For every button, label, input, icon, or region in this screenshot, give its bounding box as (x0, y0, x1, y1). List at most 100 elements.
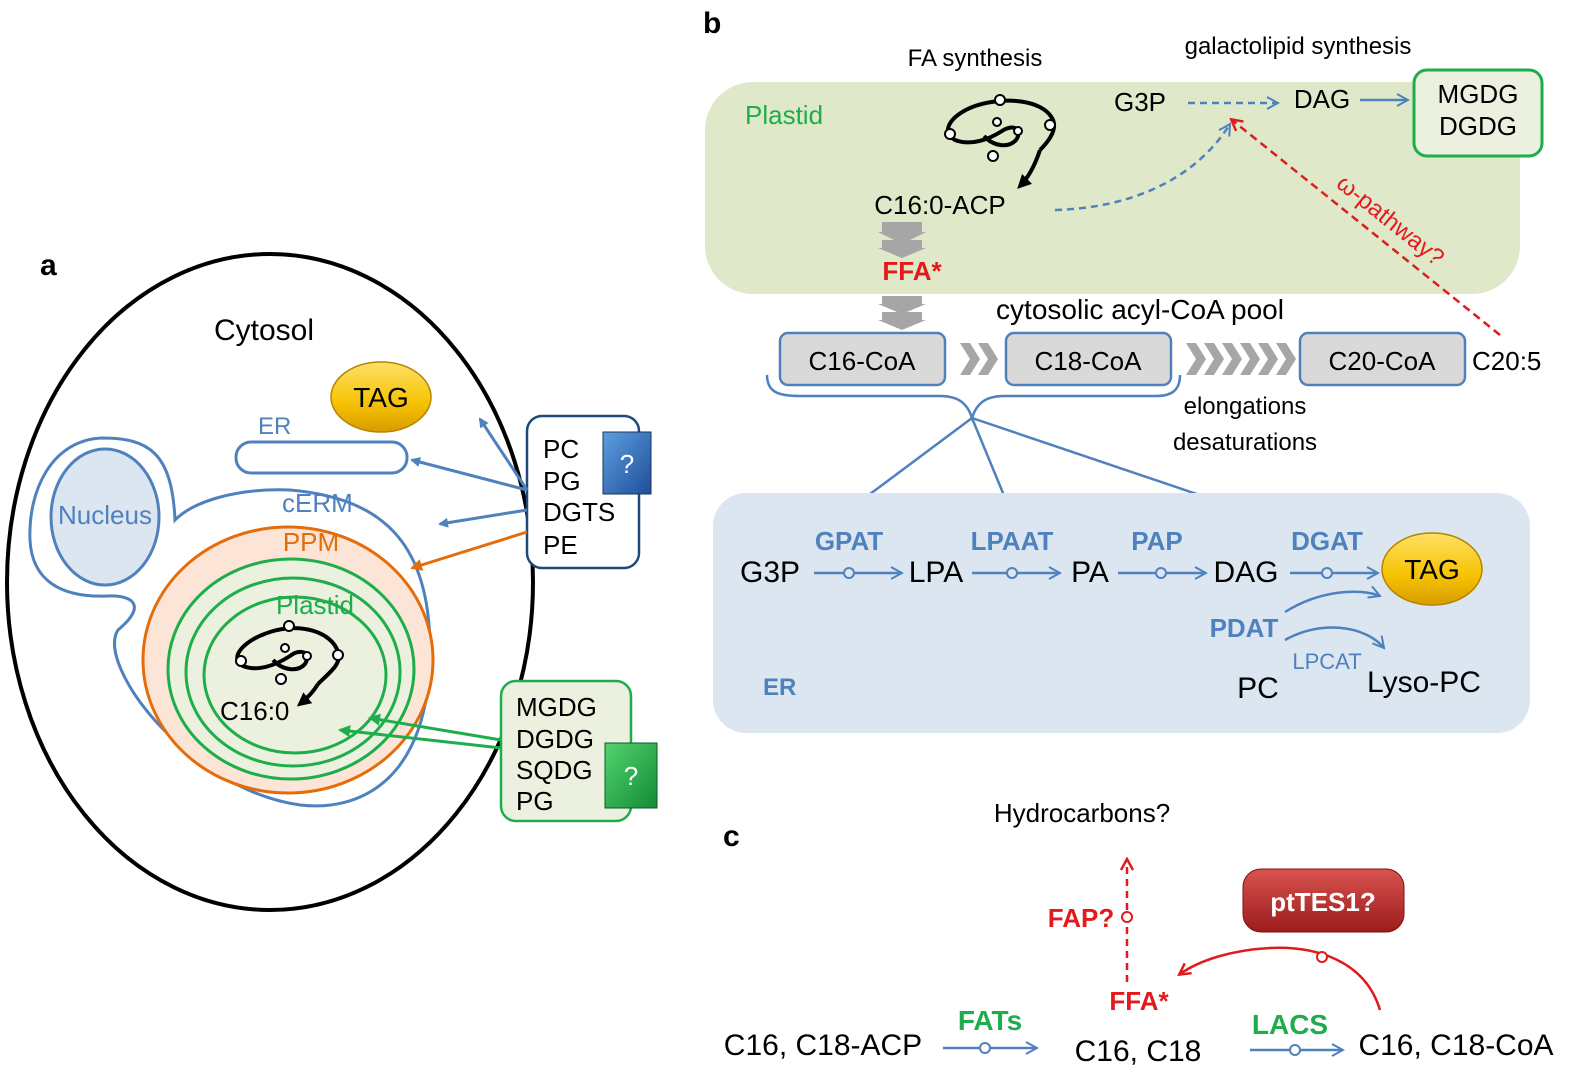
plastid-membrane-mid (184, 576, 402, 768)
arrow-brace-to-g3p (854, 416, 973, 506)
chevrons-c18-c20 (1186, 343, 1296, 375)
question-badge-blue-icon (602, 431, 652, 495)
cytosol-label: Cytosol (214, 314, 314, 347)
arrow-box-to-ppm (410, 530, 528, 571)
blue-box-line-1: PC (543, 434, 579, 464)
hydrocarbons-label: Hydrocarbons? (994, 798, 1170, 828)
nucleus-label: Nucleus (58, 500, 152, 530)
er-label-b: ER (763, 674, 796, 701)
desaturations-label: desaturations (1173, 429, 1317, 456)
green-badge-text: ? (624, 761, 638, 791)
question-badge-green-icon (604, 742, 658, 809)
fats-label: FATs (958, 1005, 1022, 1036)
lysopc-label: Lyso-PC (1367, 666, 1481, 699)
c16coa-box (778, 331, 947, 387)
dgat-enzyme-node (1321, 567, 1333, 579)
c16c18-label: C16, C18 (1075, 1035, 1202, 1068)
elongations-label: elongations (1184, 393, 1307, 420)
pttes1-arrow (1180, 946, 1382, 1011)
cell-outline (5, 252, 535, 912)
tag-label-b: TAG (1404, 554, 1459, 585)
lpa-label: LPA (909, 556, 963, 589)
c205-label: C20:5 (1472, 346, 1541, 376)
plastid-region (705, 82, 1520, 294)
pttes1-badge (1242, 868, 1405, 933)
pdat-label: PDAT (1210, 613, 1279, 643)
ffa-label-b: FFA* (882, 256, 942, 286)
arrow-box-to-er (410, 457, 528, 492)
c16acp-label: C16:0-ACP (874, 190, 1006, 220)
fa-synthesis-label: FA synthesis (908, 45, 1043, 72)
plastid-label-a: Plastid (276, 590, 354, 620)
green-box-line-3: SQDG (516, 755, 593, 785)
er-dag-label: DAG (1213, 556, 1278, 589)
blue-box-line-3: DGTS (543, 497, 615, 527)
green-box-line-2: DGDG (516, 724, 594, 754)
plastid-g3p: G3P (1114, 87, 1166, 117)
galactolipid-box (1412, 68, 1544, 158)
grey-transfer-arrows (878, 222, 926, 330)
arrow-acp-to-galactolipid (1054, 124, 1230, 212)
pa-label: PA (1071, 556, 1109, 589)
arrow-box-to-cytosol (478, 417, 529, 491)
pool-label: cytosolic acyl-CoA pool (996, 294, 1284, 325)
arrow-green-1 (368, 713, 502, 742)
blue-box-line-4: PE (543, 530, 578, 560)
pttes1-label: ptTES1? (1270, 887, 1375, 917)
panel-a: a Cytosol TAG ER Nucleus cERM PPM Plasti… (5, 249, 658, 912)
fats-enzyme-node (979, 1042, 991, 1054)
green-box-line-1: MGDG (516, 692, 597, 722)
nucleus-envelope (28, 436, 432, 808)
lacs-enzyme-node (1289, 1044, 1301, 1056)
lpaat-label: LPAAT (971, 526, 1054, 556)
er-region (713, 493, 1530, 733)
arrow-pc-to-lysopc (1284, 626, 1384, 648)
fap-label: FAP? (1048, 903, 1114, 933)
panel-b-label: b (703, 7, 721, 40)
plastid-dag: DAG (1294, 84, 1350, 114)
plastid-membrane-inner (202, 595, 388, 755)
arrow-box-to-cerm (438, 508, 528, 528)
fa-synthesis-spiral-icon (235, 620, 344, 707)
c16-label-a: C16:0 (220, 696, 289, 726)
blue-badge-text: ? (620, 449, 634, 479)
arrow-pdat-to-tag (1284, 592, 1380, 614)
pap-label: PAP (1131, 526, 1183, 556)
er-g3p-label: G3P (740, 556, 800, 589)
gpat-label: GPAT (815, 526, 883, 556)
lacs-label: LACS (1252, 1009, 1328, 1040)
cerm-label: cERM (282, 488, 353, 518)
plastid-label-b: Plastid (745, 100, 823, 130)
panel-c-label: c (723, 820, 740, 853)
c16coa-label: C16-CoA (809, 346, 917, 376)
pttes1-enzyme-node (1316, 951, 1328, 963)
c18coa-label: C18-CoA (1035, 346, 1143, 376)
acp-label: C16, C18-ACP (724, 1029, 922, 1062)
pc-label: PC (1237, 672, 1279, 705)
omega-pathway-arrow (1232, 120, 1501, 336)
blue-box-line-2: PG (543, 466, 581, 496)
ffa-label-c: FFA* (1109, 986, 1169, 1016)
dgat-label: DGAT (1291, 526, 1363, 556)
c20coa-label: C20-CoA (1329, 346, 1437, 376)
green-box-line-4: PG (516, 786, 554, 816)
galactolipid-synthesis-label: galactolipid synthesis (1185, 33, 1412, 60)
pap-enzyme-node (1155, 567, 1167, 579)
lpcat-label: LPCAT (1292, 649, 1361, 674)
er-membrane (234, 440, 409, 475)
lpaat-enzyme-node (1006, 567, 1018, 579)
ppm-label: PPM (283, 527, 339, 557)
mgdg-label: MGDG (1438, 79, 1519, 109)
tag-droplet (330, 361, 432, 433)
er-label-a: ER (258, 413, 291, 440)
fap-enzyme-node (1121, 911, 1133, 923)
c18coa-box (1004, 331, 1173, 387)
panel-a-label: a (40, 249, 57, 282)
nucleus-inner (49, 447, 161, 587)
arrow-green-2 (338, 725, 502, 750)
panel-b: b Plastid FA synthesis galactolipid synt… (703, 7, 1544, 733)
panel-c: c Hydrocarbons? FAP? ptTES1? FFA* C16, C… (723, 798, 1554, 1068)
coa-label: C16, C18-CoA (1358, 1029, 1553, 1062)
tag-label-a: TAG (353, 382, 408, 413)
